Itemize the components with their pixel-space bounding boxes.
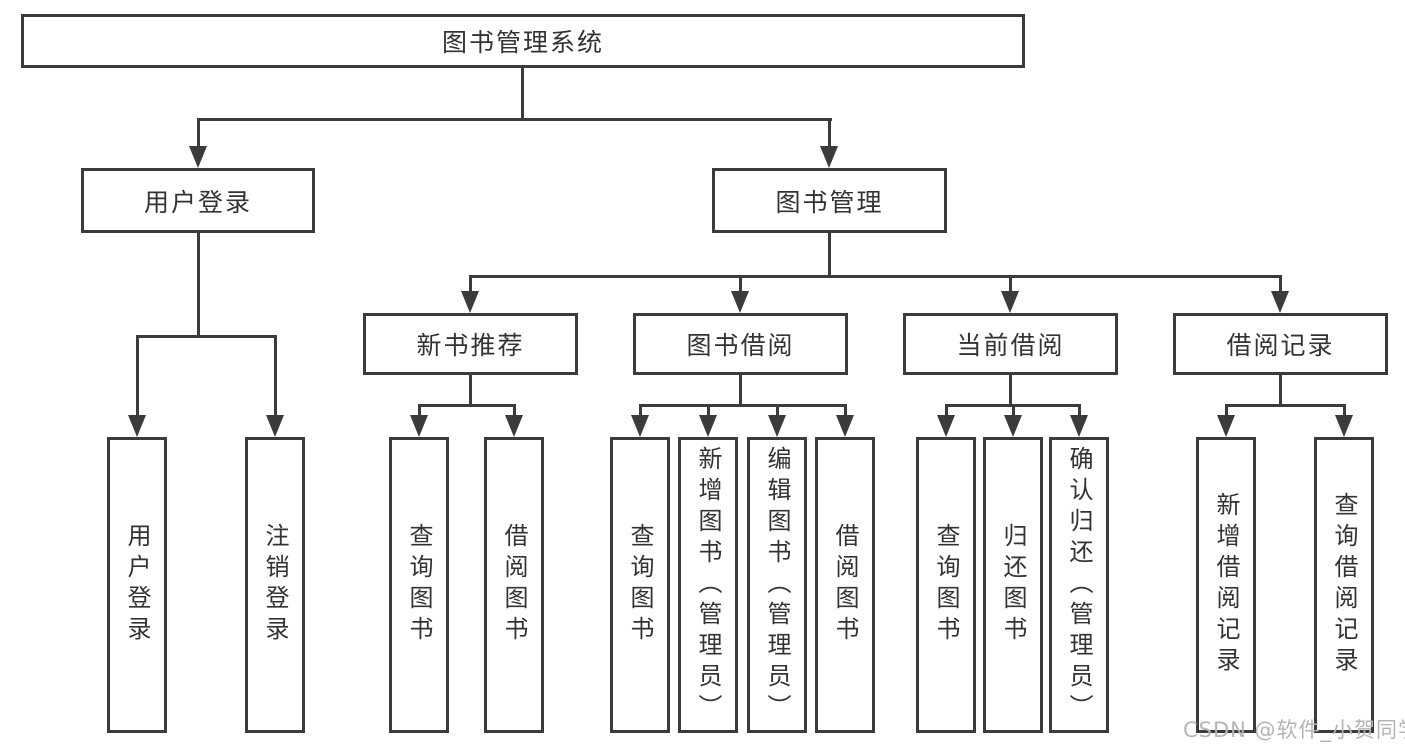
arrow-down-icon [266,415,284,437]
connector-drop-book-management [828,118,831,154]
connector-drop-leaf [1012,404,1015,423]
arrow-down-icon [189,146,207,168]
arrow-down-icon [768,415,786,437]
connector-user-login-branch [136,335,277,338]
csdn-watermark: CSDN @软件_小贺同学 [1183,718,1405,742]
connector-drop-current-borrow [1009,275,1012,299]
node-current-borrow: 当前借阅 [903,313,1118,375]
connector-drop-leaf-logout [274,335,277,420]
connector-book-borrow-stub [739,375,742,407]
leaf-logout: 注销登录 [245,437,305,733]
leaf-add-books-admin: 新增图书（管理员） [678,437,738,733]
arrow-down-icon [820,146,838,168]
leaf-query-books-borrow: 查询图书 [610,437,670,733]
connector-drop-leaf [1225,404,1228,423]
arrow-down-icon [505,415,523,437]
arrow-down-icon [1004,415,1022,437]
connector-current-borrow-stub [1009,375,1012,407]
arrow-down-icon [1217,415,1235,437]
leaf-borrow-books-recommend: 借阅图书 [484,437,544,733]
connector-drop-leaf [639,404,642,423]
connector-book-borrow-branch [639,404,847,407]
connector-borrow-records-stub [1279,375,1282,407]
connector-drop-leaf [1078,404,1081,423]
connector-drop-leaf-login [136,335,139,420]
connector-book-management-branch [469,275,1282,278]
connector-new-book-branch [418,404,516,407]
connector-drop-leaf [844,404,847,423]
connector-drop-leaf [776,404,779,423]
node-book-management: 图书管理 [712,168,947,233]
connector-drop-new-book [469,275,472,299]
node-new-book-recommend: 新书推荐 [363,313,578,375]
leaf-query-books-current: 查询图书 [916,437,976,733]
node-library-system: 图书管理系统 [21,14,1025,68]
connector-user-login-stub [197,233,200,337]
arrow-down-icon [128,415,146,437]
leaf-query-borrow-record: 查询借阅记录 [1314,437,1374,733]
arrow-down-icon [461,291,479,313]
connector-drop-leaf [513,404,516,423]
node-borrow-records: 借阅记录 [1173,313,1388,375]
connector-drop-user-login [197,118,200,154]
arrow-down-icon [1271,291,1289,313]
arrow-down-icon [1335,415,1353,437]
arrow-down-icon [937,415,955,437]
arrow-down-icon [836,415,854,437]
leaf-confirm-return-admin: 确认归还（管理员） [1049,437,1109,733]
arrow-down-icon [731,291,749,313]
arrow-down-icon [410,415,428,437]
connector-root-stub [521,68,524,121]
arrow-down-icon [699,415,717,437]
connector-root-branch [197,118,832,121]
leaf-edit-books-admin: 编辑图书（管理员） [747,437,807,733]
connector-book-management-stub [828,233,831,278]
arrow-down-icon [631,415,649,437]
arrow-down-icon [1001,291,1019,313]
connector-borrow-records-branch [1225,404,1346,407]
connector-drop-borrow-records [1279,275,1282,299]
connector-drop-leaf [418,404,421,423]
connector-drop-leaf [707,404,710,423]
leaf-return-books: 归还图书 [983,437,1043,733]
node-book-borrow: 图书借阅 [633,313,848,375]
leaf-user-login: 用户登录 [107,437,167,733]
leaf-add-borrow-record: 新增借阅记录 [1196,437,1256,733]
connector-drop-leaf [945,404,948,423]
connector-new-book-stub [469,375,472,407]
arrow-down-icon [1070,415,1088,437]
leaf-query-books-recommend: 查询图书 [389,437,449,733]
connector-drop-leaf [1343,404,1346,423]
leaf-borrow-books: 借阅图书 [815,437,875,733]
node-user-login: 用户登录 [81,168,315,233]
connector-drop-book-borrow [739,275,742,299]
